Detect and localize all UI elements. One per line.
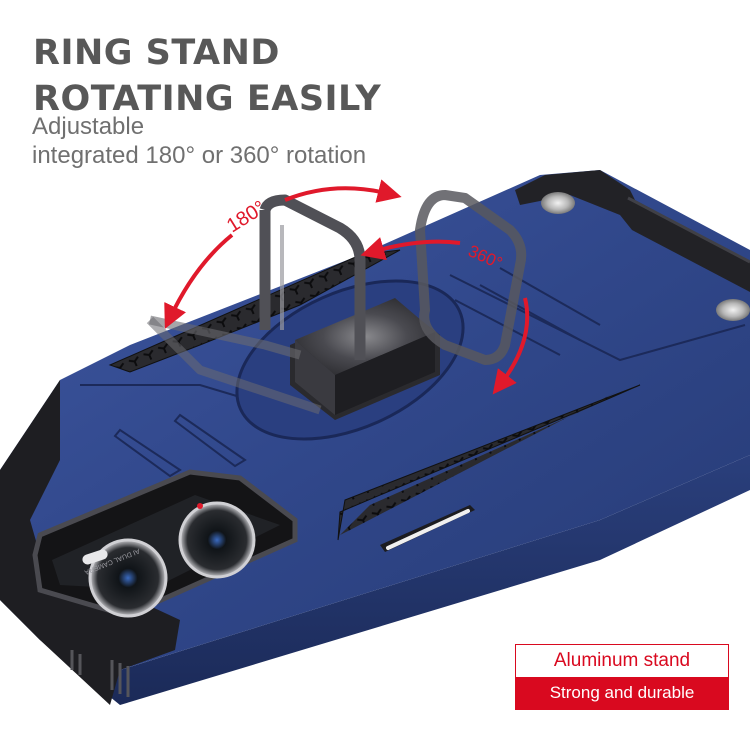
- side-button: [380, 505, 475, 552]
- panel-grooves: [80, 267, 746, 478]
- subheadline-line-2: integrated 180° or 360° rotation: [32, 142, 367, 169]
- camera-flash: [82, 549, 108, 565]
- screw: [716, 299, 750, 321]
- camera-lens-secondary: [180, 503, 254, 577]
- headline-line-1: RING STAND: [33, 33, 280, 73]
- headline: RING STAND ROTATING EASILY: [33, 30, 381, 122]
- camera-lens-main: [90, 540, 166, 616]
- ring-stand-motion: [146, 190, 527, 415]
- badge-bottom-label: Strong and durable: [516, 677, 728, 709]
- badge-top-label: Aluminum stand: [516, 645, 728, 677]
- camera-indicator-dot: [197, 503, 203, 509]
- subheadline-line-1: Adjustable: [32, 113, 145, 140]
- headline-line-2: ROTATING EASILY: [33, 79, 382, 119]
- camera-module: AI DUAL CAMERA: [32, 469, 298, 618]
- bumper-ridges: [70, 650, 130, 697]
- bottom-left-bumper: [0, 380, 180, 705]
- screw: [541, 192, 575, 214]
- top-right-bumper: [515, 170, 750, 292]
- subheadline: Adjustable integrated 180° or 360° rotat…: [32, 112, 366, 170]
- feature-badge: Aluminum stand Strong and durable: [515, 644, 729, 710]
